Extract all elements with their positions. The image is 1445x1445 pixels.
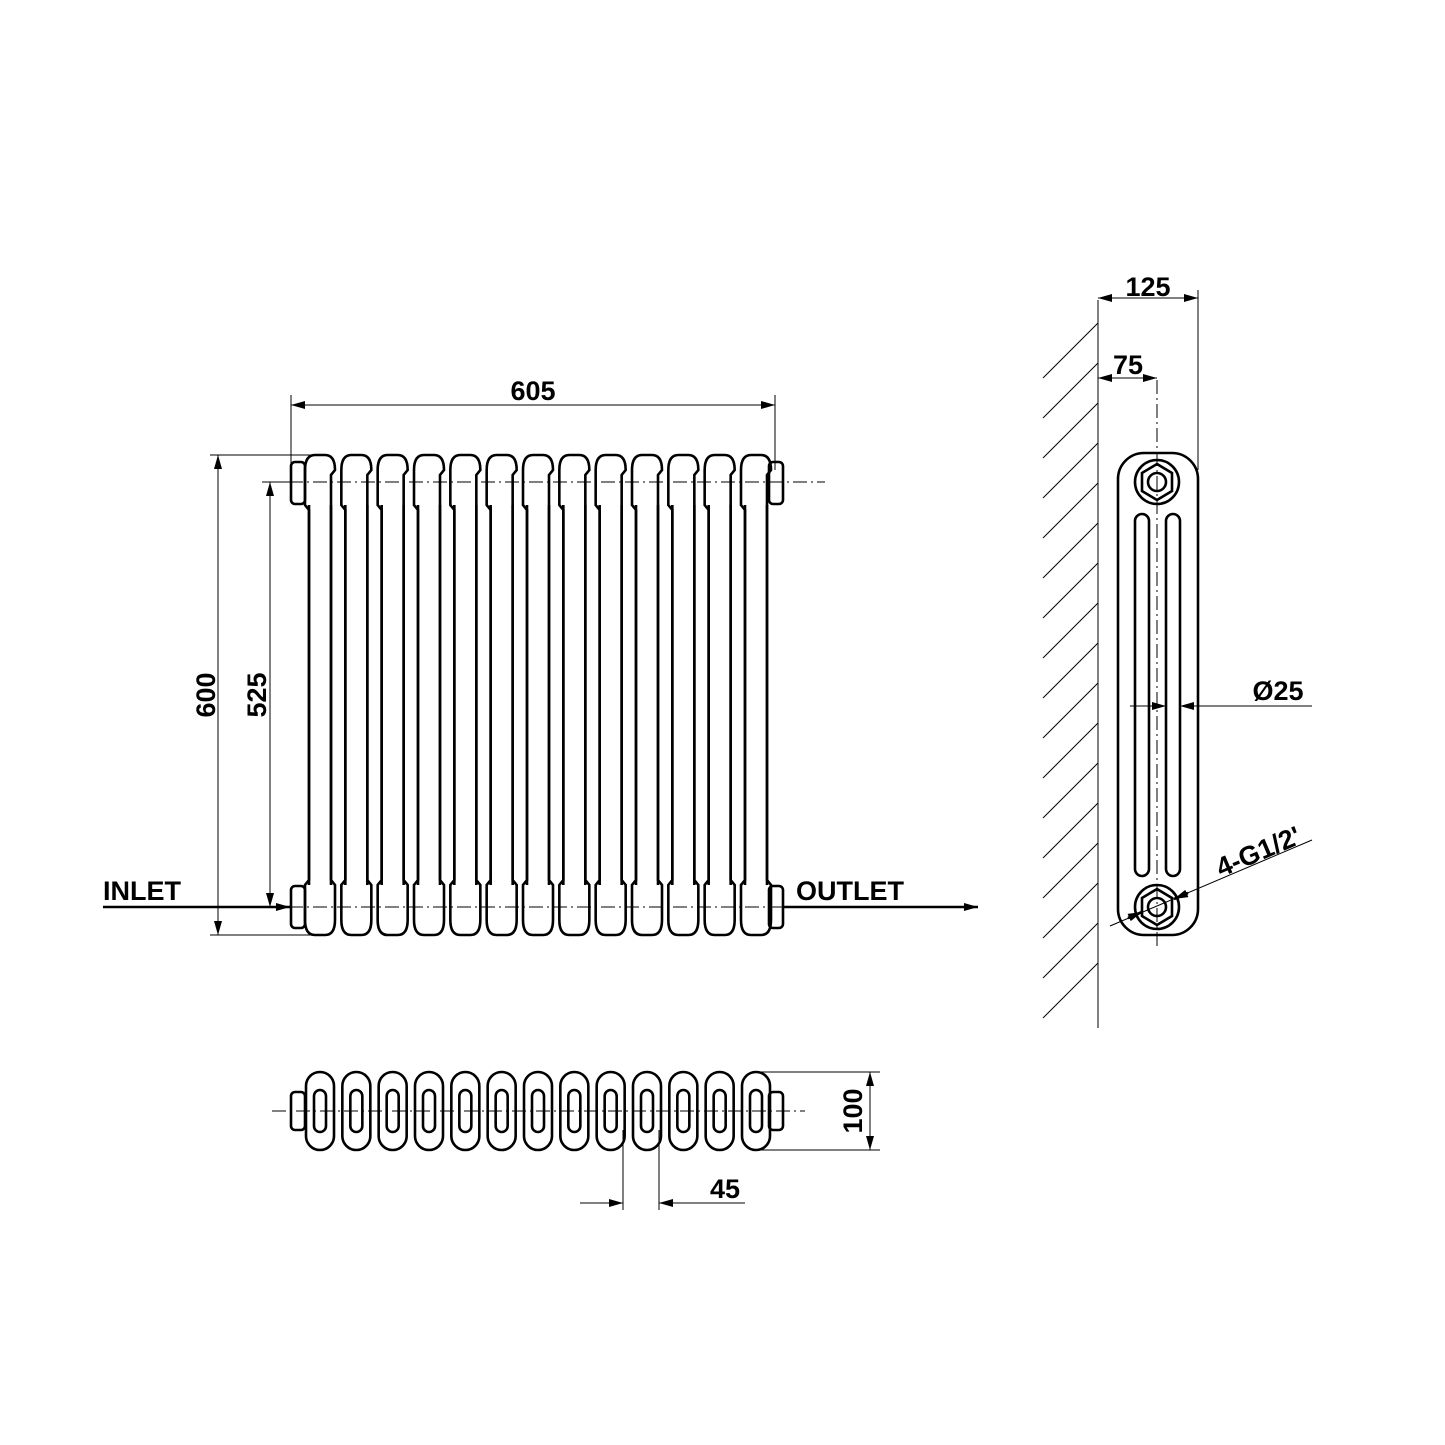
- radiator-column: [340, 453, 373, 937]
- radiator-section: [1116, 451, 1200, 937]
- plan-column: [450, 1070, 481, 1152]
- left-bottom-plug: [289, 884, 307, 930]
- radiator-column: [485, 453, 518, 937]
- wall-total-dimension: 125: [1125, 272, 1170, 302]
- hatch-line: [1042, 922, 1099, 979]
- radiator-column: [594, 453, 627, 937]
- hatch-line: [1042, 842, 1099, 899]
- front-view: 605 600 525 INLET OUTLET: [103, 376, 978, 937]
- connections-dimension: 4-G1/2': [1212, 821, 1306, 883]
- radiator-column: [558, 453, 591, 937]
- hatch-line: [1042, 562, 1099, 619]
- radiator-column: [303, 453, 337, 937]
- top-connection: [1133, 458, 1181, 506]
- width-dimension: 605: [510, 376, 555, 406]
- hatch-line: [1042, 442, 1099, 499]
- hatch-line: [1042, 762, 1099, 819]
- hatch-line: [1042, 522, 1099, 579]
- plan-column: [341, 1070, 372, 1152]
- wall-hatching: [1042, 322, 1099, 1019]
- plan-column: [631, 1070, 663, 1152]
- hatch-line: [1042, 642, 1099, 699]
- hatch-line: [1042, 682, 1099, 739]
- side-view: 125 75 Ø25 4-G1/2': [1042, 272, 1313, 1028]
- radiator-column: [739, 453, 773, 937]
- hatch-line: [1042, 482, 1099, 539]
- centres-dimension: 525: [242, 672, 272, 717]
- radiator-column: [703, 453, 736, 937]
- left-top-plug: [289, 460, 307, 506]
- outlet-label: OUTLET: [796, 876, 904, 906]
- inlet-label: INLET: [103, 876, 182, 906]
- plan-column: [413, 1070, 445, 1152]
- bottom-connection: [1133, 883, 1181, 931]
- radiator-column: [630, 453, 664, 937]
- hatch-line: [1042, 402, 1099, 459]
- depth-dimension: 100: [838, 1088, 868, 1133]
- wall-centre-dimension: 75: [1113, 350, 1143, 380]
- plan-column: [377, 1070, 408, 1152]
- hatch-line: [1042, 362, 1099, 419]
- radiator-column: [412, 453, 446, 937]
- hatch-line: [1042, 962, 1099, 1019]
- radiator-column: [376, 453, 409, 937]
- radiator-column: [449, 453, 482, 937]
- plan-view: 100 45: [272, 1070, 880, 1210]
- plan-column: [486, 1070, 517, 1152]
- hatch-line: [1042, 322, 1099, 379]
- plan-column: [704, 1070, 735, 1152]
- hatch-line: [1042, 802, 1099, 859]
- right-top-plug: [767, 460, 785, 506]
- hatch-line: [1042, 882, 1099, 939]
- height-dimension: 600: [191, 672, 221, 717]
- radiator-column: [667, 453, 700, 937]
- plan-column: [559, 1070, 590, 1152]
- hatch-line: [1042, 722, 1099, 779]
- pitch-dimension: 45: [710, 1174, 740, 1204]
- hatch-line: [1042, 602, 1099, 659]
- plan-column: [595, 1070, 626, 1152]
- tube-diameter-dimension: Ø25: [1252, 676, 1303, 706]
- plan-column: [522, 1070, 554, 1152]
- radiator-column: [521, 453, 555, 937]
- plan-column: [668, 1070, 699, 1152]
